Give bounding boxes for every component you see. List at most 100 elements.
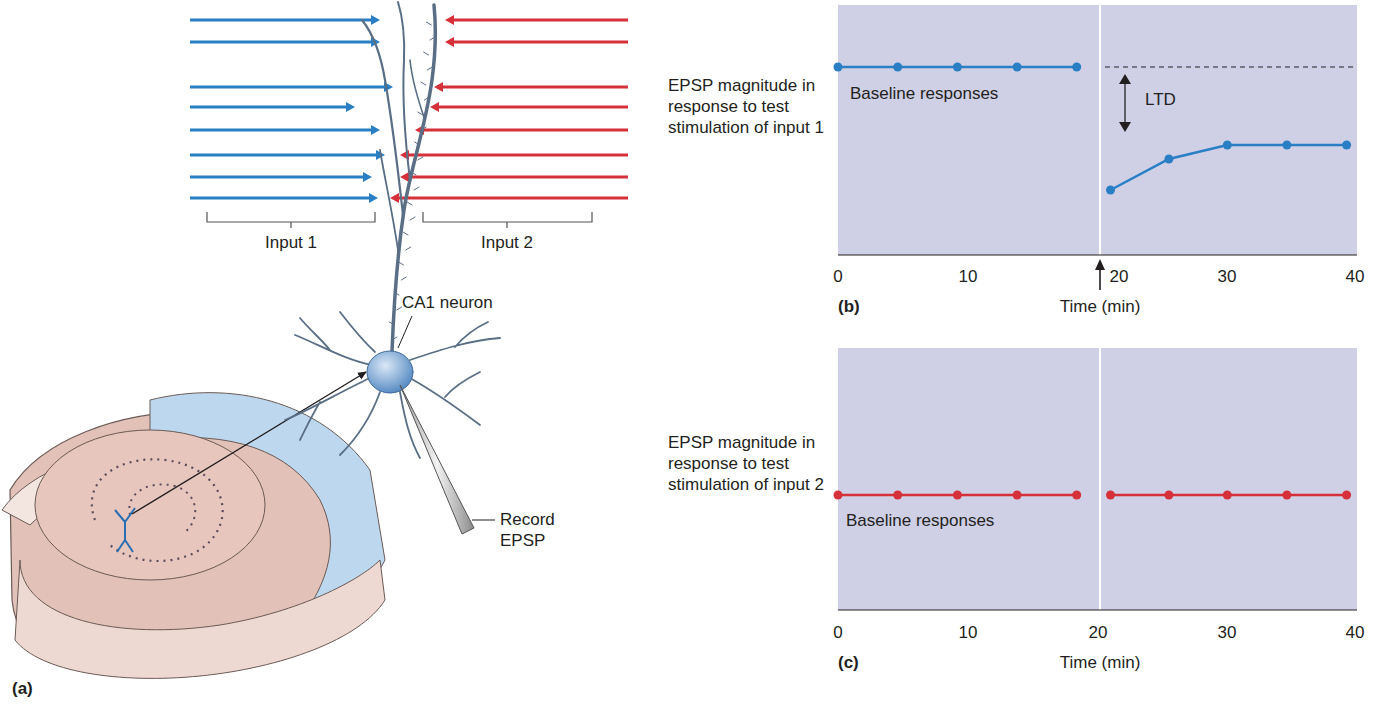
data-point xyxy=(1342,491,1351,500)
dendrite-branch xyxy=(398,2,410,180)
data-point xyxy=(1282,141,1291,150)
dendrite-branch xyxy=(380,150,398,250)
plot-area xyxy=(838,5,1357,255)
data-point xyxy=(893,491,902,500)
tick-label: 40 xyxy=(1346,622,1365,643)
pipette-label: Record EPSP xyxy=(500,509,564,551)
stimulus-arrowhead xyxy=(1095,259,1105,270)
input2-fibre xyxy=(453,41,628,44)
synaptic-terminal xyxy=(445,15,454,25)
input-label: Input 1 xyxy=(265,232,317,253)
leader-line xyxy=(472,520,495,521)
tick-label: 40 xyxy=(1346,266,1365,287)
leader-line xyxy=(398,316,412,348)
series-line xyxy=(1111,145,1347,190)
x-axis xyxy=(838,254,1357,255)
divider xyxy=(1099,5,1101,255)
synaptic-terminal xyxy=(434,82,443,92)
stimulus-arrow xyxy=(1099,268,1101,290)
synaptic-terminal xyxy=(390,193,399,203)
hippocampus xyxy=(35,430,265,580)
tick-label: 30 xyxy=(1218,622,1237,643)
tick-label: 10 xyxy=(959,266,978,287)
baseline-dashed xyxy=(1105,66,1357,67)
tick-label: 20 xyxy=(1089,622,1108,643)
input2-fibre xyxy=(408,154,628,157)
data-point xyxy=(1013,491,1022,500)
tick-label: 10 xyxy=(959,622,978,643)
synaptic-terminal xyxy=(371,15,380,25)
panel-label: (a) xyxy=(12,678,33,699)
soma xyxy=(367,351,413,393)
basal-dendrites xyxy=(285,312,500,458)
data-point xyxy=(1223,491,1232,500)
ltd-label: LTD xyxy=(1145,89,1176,110)
x-axis xyxy=(838,609,1357,610)
panel-label: (b) xyxy=(838,296,860,317)
data-point xyxy=(1106,186,1115,195)
data-point xyxy=(953,63,962,72)
dentate-layer xyxy=(129,484,195,532)
chart-panel: Baseline responses LTD xyxy=(838,5,1357,255)
pointer-arrow xyxy=(132,372,366,514)
tick-label: 0 xyxy=(833,266,842,287)
hippocampus-slice xyxy=(2,372,385,678)
synaptic-terminal xyxy=(369,193,378,203)
series-label: Baseline responses xyxy=(850,83,998,104)
input1-fibre xyxy=(190,41,372,44)
ltd-arrow xyxy=(1124,80,1125,126)
input2-fibre xyxy=(398,197,628,200)
axis-title: EPSP magnitude in response to test stimu… xyxy=(668,432,828,495)
chart-c xyxy=(834,348,1358,610)
input1-fibre xyxy=(190,19,372,22)
synaptic-terminal xyxy=(363,172,372,182)
dendrite-branch xyxy=(410,60,425,120)
data-point xyxy=(1282,491,1291,500)
synaptic-terminal xyxy=(371,125,380,135)
synaptic-terminal xyxy=(445,37,454,47)
pyramidal-layer xyxy=(92,459,223,561)
chart-b xyxy=(834,5,1358,290)
input1-fibre xyxy=(190,106,347,109)
data-point xyxy=(953,491,962,500)
synaptic-terminal xyxy=(400,172,409,182)
synaptic-terminal xyxy=(430,102,439,112)
tick-label: 20 xyxy=(1110,266,1129,287)
input-label: Input 2 xyxy=(481,232,533,253)
input1-fibre xyxy=(190,197,370,200)
bracket xyxy=(423,212,592,228)
data-point xyxy=(1223,141,1232,150)
data-point xyxy=(1342,141,1351,150)
bracket xyxy=(207,212,375,228)
data-point xyxy=(1072,63,1081,72)
tick-label: 0 xyxy=(833,622,842,643)
ca1-neuron xyxy=(285,2,500,458)
data-point xyxy=(1106,491,1115,500)
axis-title: EPSP magnitude in response to test stimu… xyxy=(668,75,828,138)
recording-pipette xyxy=(400,385,474,534)
input2-fibre xyxy=(423,129,628,132)
input2-fibre xyxy=(408,176,628,179)
data-point xyxy=(893,63,902,72)
data-point xyxy=(1164,491,1173,500)
data-point xyxy=(1164,155,1173,164)
input1-fibre xyxy=(190,176,364,179)
ltd-arrowheads xyxy=(1119,74,1131,132)
data-point xyxy=(834,63,843,72)
series-label: Baseline responses xyxy=(846,510,994,531)
plot-area xyxy=(838,348,1357,610)
axis-title: Time (min) xyxy=(1060,296,1141,317)
dendritic-spines xyxy=(389,22,435,340)
data-point xyxy=(1013,63,1022,72)
panel-label: (c) xyxy=(838,652,859,673)
input2-fibre xyxy=(453,19,628,22)
input1-fibre xyxy=(190,154,377,157)
chart-panel: Baseline responses xyxy=(838,348,1357,610)
data-series xyxy=(834,491,1352,500)
input1-fibre xyxy=(190,86,385,89)
dendrite-branch xyxy=(362,20,403,215)
neuron-label: CA1 neuron xyxy=(402,292,493,313)
data-point xyxy=(1072,491,1081,500)
slice-lower xyxy=(15,560,385,678)
tick-label: 30 xyxy=(1218,266,1237,287)
